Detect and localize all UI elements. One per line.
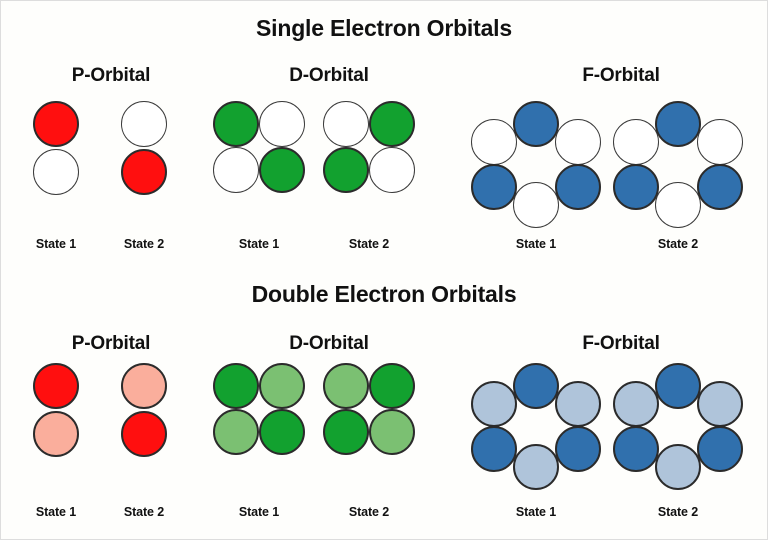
orbital-heading-p-1: P-Orbital	[71, 65, 151, 86]
orbital-lobe-2-blue	[655, 101, 701, 147]
orbital-lobe-1-white	[323, 101, 369, 147]
orbital-lobe-4-blue	[613, 426, 659, 472]
orbital-lobe-2-blue	[513, 363, 559, 409]
state-label-p-2-section-2: State 2	[123, 505, 165, 519]
orbital-lobe-4-white	[369, 147, 415, 193]
orbital-lobe-1-red	[33, 101, 79, 147]
orbital-lobe-1-green	[213, 363, 259, 409]
orbital-lobe-1-red_light	[121, 363, 167, 409]
orbital-lobe-3-white	[697, 119, 743, 165]
orbital-lobe-2-white	[33, 149, 79, 195]
orbital-lobe-2-green_light	[259, 363, 305, 409]
state-label-d-1-section-2: State 1	[238, 505, 280, 519]
orbital-lobe-2-green	[369, 101, 415, 147]
orbital-lobe-3-green_light	[213, 409, 259, 455]
orbital-lobe-1-white	[613, 119, 659, 165]
orbital-lobe-2-red	[121, 149, 167, 195]
orbital-lobe-5-blue_light	[513, 444, 559, 490]
state-label-f-1-section-1: State 1	[515, 237, 557, 251]
state-label-d-1-section-1: State 1	[238, 237, 280, 251]
orbital-lobe-4-blue	[471, 426, 517, 472]
orbital-lobe-3-blue_light	[555, 381, 601, 427]
orbital-lobe-4-green_light	[369, 409, 415, 455]
state-label-p-2-section-1: State 2	[123, 237, 165, 251]
state-label-f-2-section-1: State 2	[657, 237, 699, 251]
orbital-lobe-2-red	[121, 411, 167, 457]
orbital-lobe-6-blue	[555, 164, 601, 210]
orbital-lobe-2-white	[259, 101, 305, 147]
orbital-lobe-1-blue_light	[613, 381, 659, 427]
orbital-lobe-6-blue	[555, 426, 601, 472]
orbital-lobe-1-green	[213, 101, 259, 147]
orbital-lobe-5-blue_light	[655, 444, 701, 490]
orbital-heading-f-2: F-Orbital	[582, 333, 660, 354]
orbital-lobe-2-red_light	[33, 411, 79, 457]
state-label-f-1-section-2: State 1	[515, 505, 557, 519]
orbital-lobe-3-white	[555, 119, 601, 165]
orbital-lobe-1-red	[33, 363, 79, 409]
section-title-2: Double Electron Orbitals	[251, 281, 517, 307]
orbital-lobe-2-green	[369, 363, 415, 409]
orbital-lobe-1-green_light	[323, 363, 369, 409]
orbital-lobe-3-green	[323, 409, 369, 455]
orbital-lobe-1-white	[121, 101, 167, 147]
orbital-heading-f-1: F-Orbital	[582, 65, 660, 86]
orbital-heading-d-1: D-Orbital	[289, 65, 369, 86]
orbital-lobe-1-white	[471, 119, 517, 165]
state-label-p-1-section-2: State 1	[35, 505, 77, 519]
orbital-lobe-4-blue	[613, 164, 659, 210]
orbital-lobe-4-blue	[471, 164, 517, 210]
orbital-lobe-2-blue	[655, 363, 701, 409]
orbital-lobe-3-white	[213, 147, 259, 193]
state-label-d-2-section-1: State 2	[348, 237, 390, 251]
orbital-lobe-6-blue	[697, 426, 743, 472]
orbital-lobe-5-white	[513, 182, 559, 228]
orbital-lobe-5-white	[655, 182, 701, 228]
orbital-lobe-6-blue	[697, 164, 743, 210]
orbital-heading-p-2: P-Orbital	[71, 333, 151, 354]
orbital-lobe-1-blue_light	[471, 381, 517, 427]
orbital-heading-d-2: D-Orbital	[289, 333, 369, 354]
state-label-f-2-section-2: State 2	[657, 505, 699, 519]
section-title-1: Single Electron Orbitals	[256, 15, 512, 41]
state-label-d-2-section-2: State 2	[348, 505, 390, 519]
orbital-lobe-2-blue	[513, 101, 559, 147]
orbital-lobe-3-blue_light	[697, 381, 743, 427]
orbital-lobe-3-green	[323, 147, 369, 193]
orbital-lobe-4-green	[259, 147, 305, 193]
state-label-p-1-section-1: State 1	[35, 237, 77, 251]
orbital-lobe-4-green	[259, 409, 305, 455]
